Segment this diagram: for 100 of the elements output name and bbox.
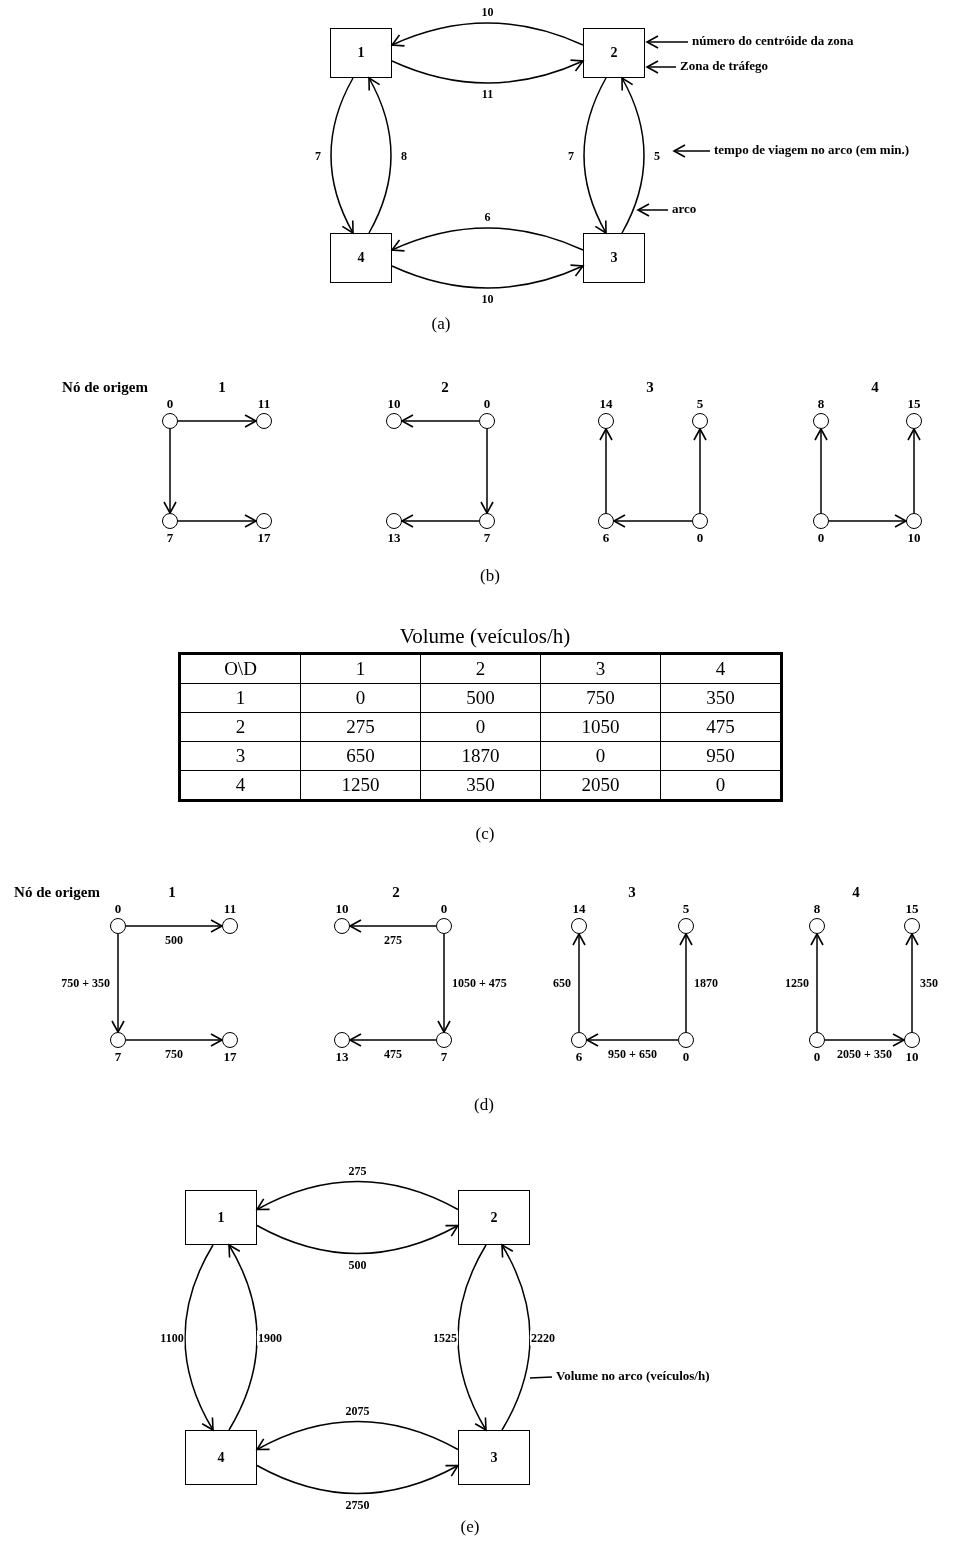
panel-caption: (c) bbox=[475, 824, 495, 844]
cost-label: 0 bbox=[482, 396, 492, 412]
arrow bbox=[907, 428, 921, 514]
cost-label: 15 bbox=[904, 901, 920, 917]
arrow bbox=[349, 1033, 437, 1047]
cost-label: 0 bbox=[695, 530, 705, 546]
column-heading: 3 bbox=[646, 379, 654, 396]
zone-box: 1 bbox=[330, 28, 392, 78]
arrow bbox=[349, 919, 437, 933]
arc-arrow bbox=[620, 77, 645, 234]
arc-arrow bbox=[501, 1244, 531, 1431]
cost-label: 13 bbox=[386, 530, 402, 546]
table-cell: 3 bbox=[540, 653, 661, 684]
arc-arrow bbox=[391, 263, 584, 289]
annotation-text: Volume no arco (veículos/h) bbox=[556, 1368, 710, 1384]
panel-caption: (e) bbox=[460, 1517, 480, 1537]
cost-label: 8 bbox=[812, 901, 822, 917]
arrow bbox=[125, 919, 223, 933]
table-cell: 650 bbox=[300, 741, 421, 771]
arc-arrow bbox=[256, 1180, 459, 1211]
table-cell: O\D bbox=[179, 653, 301, 684]
arrow bbox=[693, 428, 707, 514]
arc-arrow bbox=[457, 1244, 487, 1431]
arrow bbox=[437, 933, 451, 1033]
zone-box: 3 bbox=[458, 1430, 530, 1485]
cost-label: 14 bbox=[598, 396, 614, 412]
cost-label: 7 bbox=[482, 530, 492, 546]
arrow bbox=[828, 514, 907, 528]
annotation-text: número do centróide da zona bbox=[692, 33, 854, 49]
arrow bbox=[814, 428, 828, 514]
table-cell: 1870 bbox=[420, 741, 541, 771]
arrow bbox=[824, 1033, 905, 1047]
arc-arrow bbox=[330, 77, 355, 234]
cost-label: 11 bbox=[222, 901, 238, 917]
table-cell: 2 bbox=[420, 653, 541, 684]
zone-box: 1 bbox=[185, 1190, 257, 1245]
table-cell: 0 bbox=[420, 712, 541, 742]
cost-label: 11 bbox=[256, 396, 272, 412]
arrow bbox=[679, 933, 693, 1033]
annotation-text: arco bbox=[672, 201, 697, 217]
zone-box: 4 bbox=[185, 1430, 257, 1485]
table-cell: 1 bbox=[300, 653, 421, 684]
cost-label: 10 bbox=[386, 396, 402, 412]
column-heading: 3 bbox=[628, 884, 636, 901]
leader-line bbox=[529, 1376, 553, 1379]
cost-label: 5 bbox=[681, 901, 691, 917]
arrow bbox=[125, 1033, 223, 1047]
table-cell: 0 bbox=[540, 741, 661, 771]
arc-arrow bbox=[583, 77, 608, 234]
cost-label: 10 bbox=[906, 530, 922, 546]
cost-label: 7 bbox=[165, 530, 175, 546]
leader-line bbox=[646, 35, 689, 49]
cost-label: 5 bbox=[695, 396, 705, 412]
cost-label: 10 bbox=[904, 1049, 920, 1065]
arrow bbox=[613, 514, 693, 528]
column-heading: 4 bbox=[871, 379, 879, 396]
leader-line bbox=[646, 60, 677, 74]
cost-label: 0 bbox=[165, 396, 175, 412]
cost-label: 17 bbox=[222, 1049, 238, 1065]
leader-line bbox=[673, 144, 711, 158]
table-cell: 750 bbox=[540, 683, 661, 713]
leader-line bbox=[637, 203, 669, 217]
cost-label: 8 bbox=[816, 396, 826, 412]
table-title: Volume (veículos/h) bbox=[399, 624, 571, 649]
edge-label: 1900 bbox=[257, 1330, 283, 1345]
cost-label: 17 bbox=[256, 530, 272, 546]
arrow bbox=[177, 514, 257, 528]
table-cell: 1050 bbox=[540, 712, 661, 742]
cost-label: 0 bbox=[439, 901, 449, 917]
arc-arrow bbox=[391, 58, 584, 84]
column-heading: 1 bbox=[218, 379, 226, 396]
annotation-text: tempo de viagem no arco (em min.) bbox=[714, 142, 910, 158]
annotation-text: Zona de tráfego bbox=[680, 58, 769, 74]
edge-label: 2220 bbox=[530, 1330, 556, 1345]
panel-caption: (a) bbox=[431, 314, 451, 334]
arrow bbox=[401, 414, 480, 428]
cost-label: 0 bbox=[681, 1049, 691, 1065]
arrow bbox=[572, 933, 586, 1033]
zone-box: 2 bbox=[458, 1190, 530, 1245]
panel-caption: (d) bbox=[474, 1095, 494, 1115]
arrow bbox=[401, 514, 480, 528]
arrow bbox=[586, 1033, 679, 1047]
table-cell: 0 bbox=[300, 683, 421, 713]
arrow bbox=[905, 933, 919, 1033]
arrow bbox=[111, 933, 125, 1033]
arrow bbox=[480, 428, 494, 514]
column-heading: 2 bbox=[441, 379, 449, 396]
arrow bbox=[177, 414, 257, 428]
cost-label: 6 bbox=[601, 530, 611, 546]
cost-label: 0 bbox=[113, 901, 123, 917]
arrow bbox=[163, 428, 177, 514]
panel-caption: (b) bbox=[480, 566, 500, 586]
cost-label: 0 bbox=[816, 530, 826, 546]
zone-box: 3 bbox=[583, 233, 645, 283]
table-cell: 2 bbox=[179, 712, 301, 742]
arc-arrow bbox=[391, 22, 584, 48]
row-heading: Nó de origem bbox=[62, 379, 148, 396]
cost-label: 14 bbox=[571, 901, 587, 917]
arc-arrow bbox=[228, 1244, 258, 1431]
cost-label: 10 bbox=[334, 901, 350, 917]
